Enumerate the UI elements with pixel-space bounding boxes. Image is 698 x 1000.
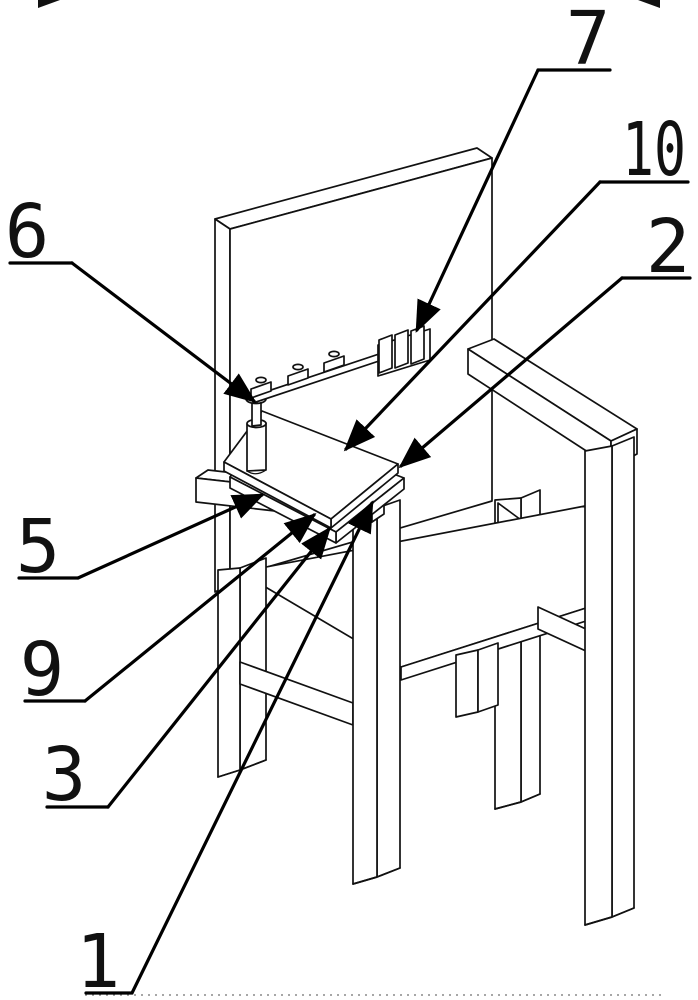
corner-mark-right bbox=[638, 0, 660, 8]
leader-line-2 bbox=[398, 276, 624, 469]
back-left-leg bbox=[217, 557, 267, 778]
leader-line-7 bbox=[415, 68, 540, 333]
callout-3: 3 bbox=[42, 732, 87, 818]
callout-9: 9 bbox=[20, 627, 65, 713]
leader-line-1 bbox=[130, 500, 374, 995]
leader-line-10 bbox=[343, 180, 602, 452]
callout-labels: 6 7 10 2 5 9 3 1 bbox=[5, 0, 691, 1000]
leader-lines bbox=[8, 68, 692, 995]
callout-7: 7 bbox=[566, 0, 611, 82]
leader-line-9 bbox=[83, 512, 317, 703]
front-left-leg bbox=[352, 499, 401, 885]
front-right-leg bbox=[584, 436, 635, 926]
callout-6: 6 bbox=[5, 189, 50, 275]
callout-2: 2 bbox=[646, 204, 691, 290]
rail-clamp bbox=[323, 350, 345, 373]
callout-10: 10 bbox=[622, 107, 686, 193]
gas-spring-cylinder bbox=[246, 422, 267, 472]
callout-5: 5 bbox=[16, 504, 61, 590]
shelf-support-block bbox=[455, 649, 479, 718]
leader-line-5 bbox=[76, 493, 265, 580]
corrugated-bracket bbox=[377, 325, 431, 377]
leader-line-3 bbox=[106, 526, 331, 809]
callout-1: 1 bbox=[76, 919, 121, 1000]
corner-mark-left bbox=[38, 0, 60, 8]
rail-clamp bbox=[287, 363, 309, 386]
leader-line-6 bbox=[70, 261, 257, 403]
